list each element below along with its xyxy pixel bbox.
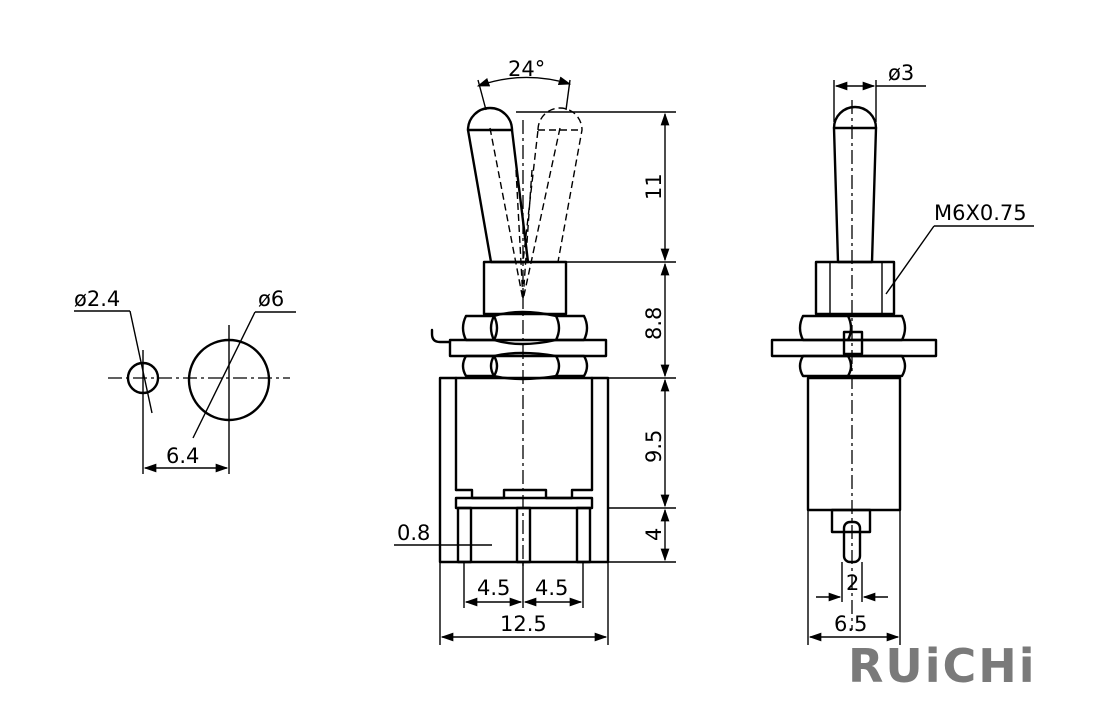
side-body (806, 376, 902, 512)
thread-spec-label: M6X0.75 (934, 201, 1027, 225)
lever-dia-label: ø3 (888, 61, 914, 85)
panel-hole-view: ø2.4 ø6 6.4 (74, 287, 296, 474)
washer (448, 338, 608, 358)
terminal-thickness-label: 2 (846, 571, 859, 595)
body-height-label: 9.5 (642, 430, 666, 463)
terminal-left (456, 506, 473, 564)
toggle-lever-alt-position (522, 107, 583, 263)
switch-body (438, 376, 610, 564)
lever-height-label: 11 (642, 173, 666, 200)
side-lever (832, 105, 878, 264)
body-depth-label: 6.5 (834, 612, 867, 636)
brand-logo: RUiCHi (848, 639, 1037, 693)
terminal-length-label: 4 (642, 528, 666, 541)
side-view: ø3 M6X0.75 2 6.5 (770, 61, 1034, 645)
washer-tab (430, 328, 452, 344)
washer-key (842, 330, 864, 356)
side-bushing (814, 260, 896, 316)
pitch-right-label: 4.5 (535, 576, 568, 600)
bushing-height-label: 8.8 (642, 307, 666, 340)
pitch-left-label: 4.5 (477, 576, 510, 600)
hole-spacing-label: 6.4 (166, 444, 199, 468)
hex-nut-bottom (461, 351, 589, 381)
throw-angle-label: 24° (508, 57, 545, 81)
bushing (482, 260, 568, 316)
small-hole-dia-label: ø2.4 (74, 287, 120, 311)
body-width-label: 12.5 (500, 612, 547, 636)
large-hole-dia-label: ø6 (258, 287, 284, 311)
terminal-width-label: 0.8 (397, 521, 430, 545)
front-view: 24° (394, 57, 676, 645)
terminal-right (575, 506, 592, 564)
